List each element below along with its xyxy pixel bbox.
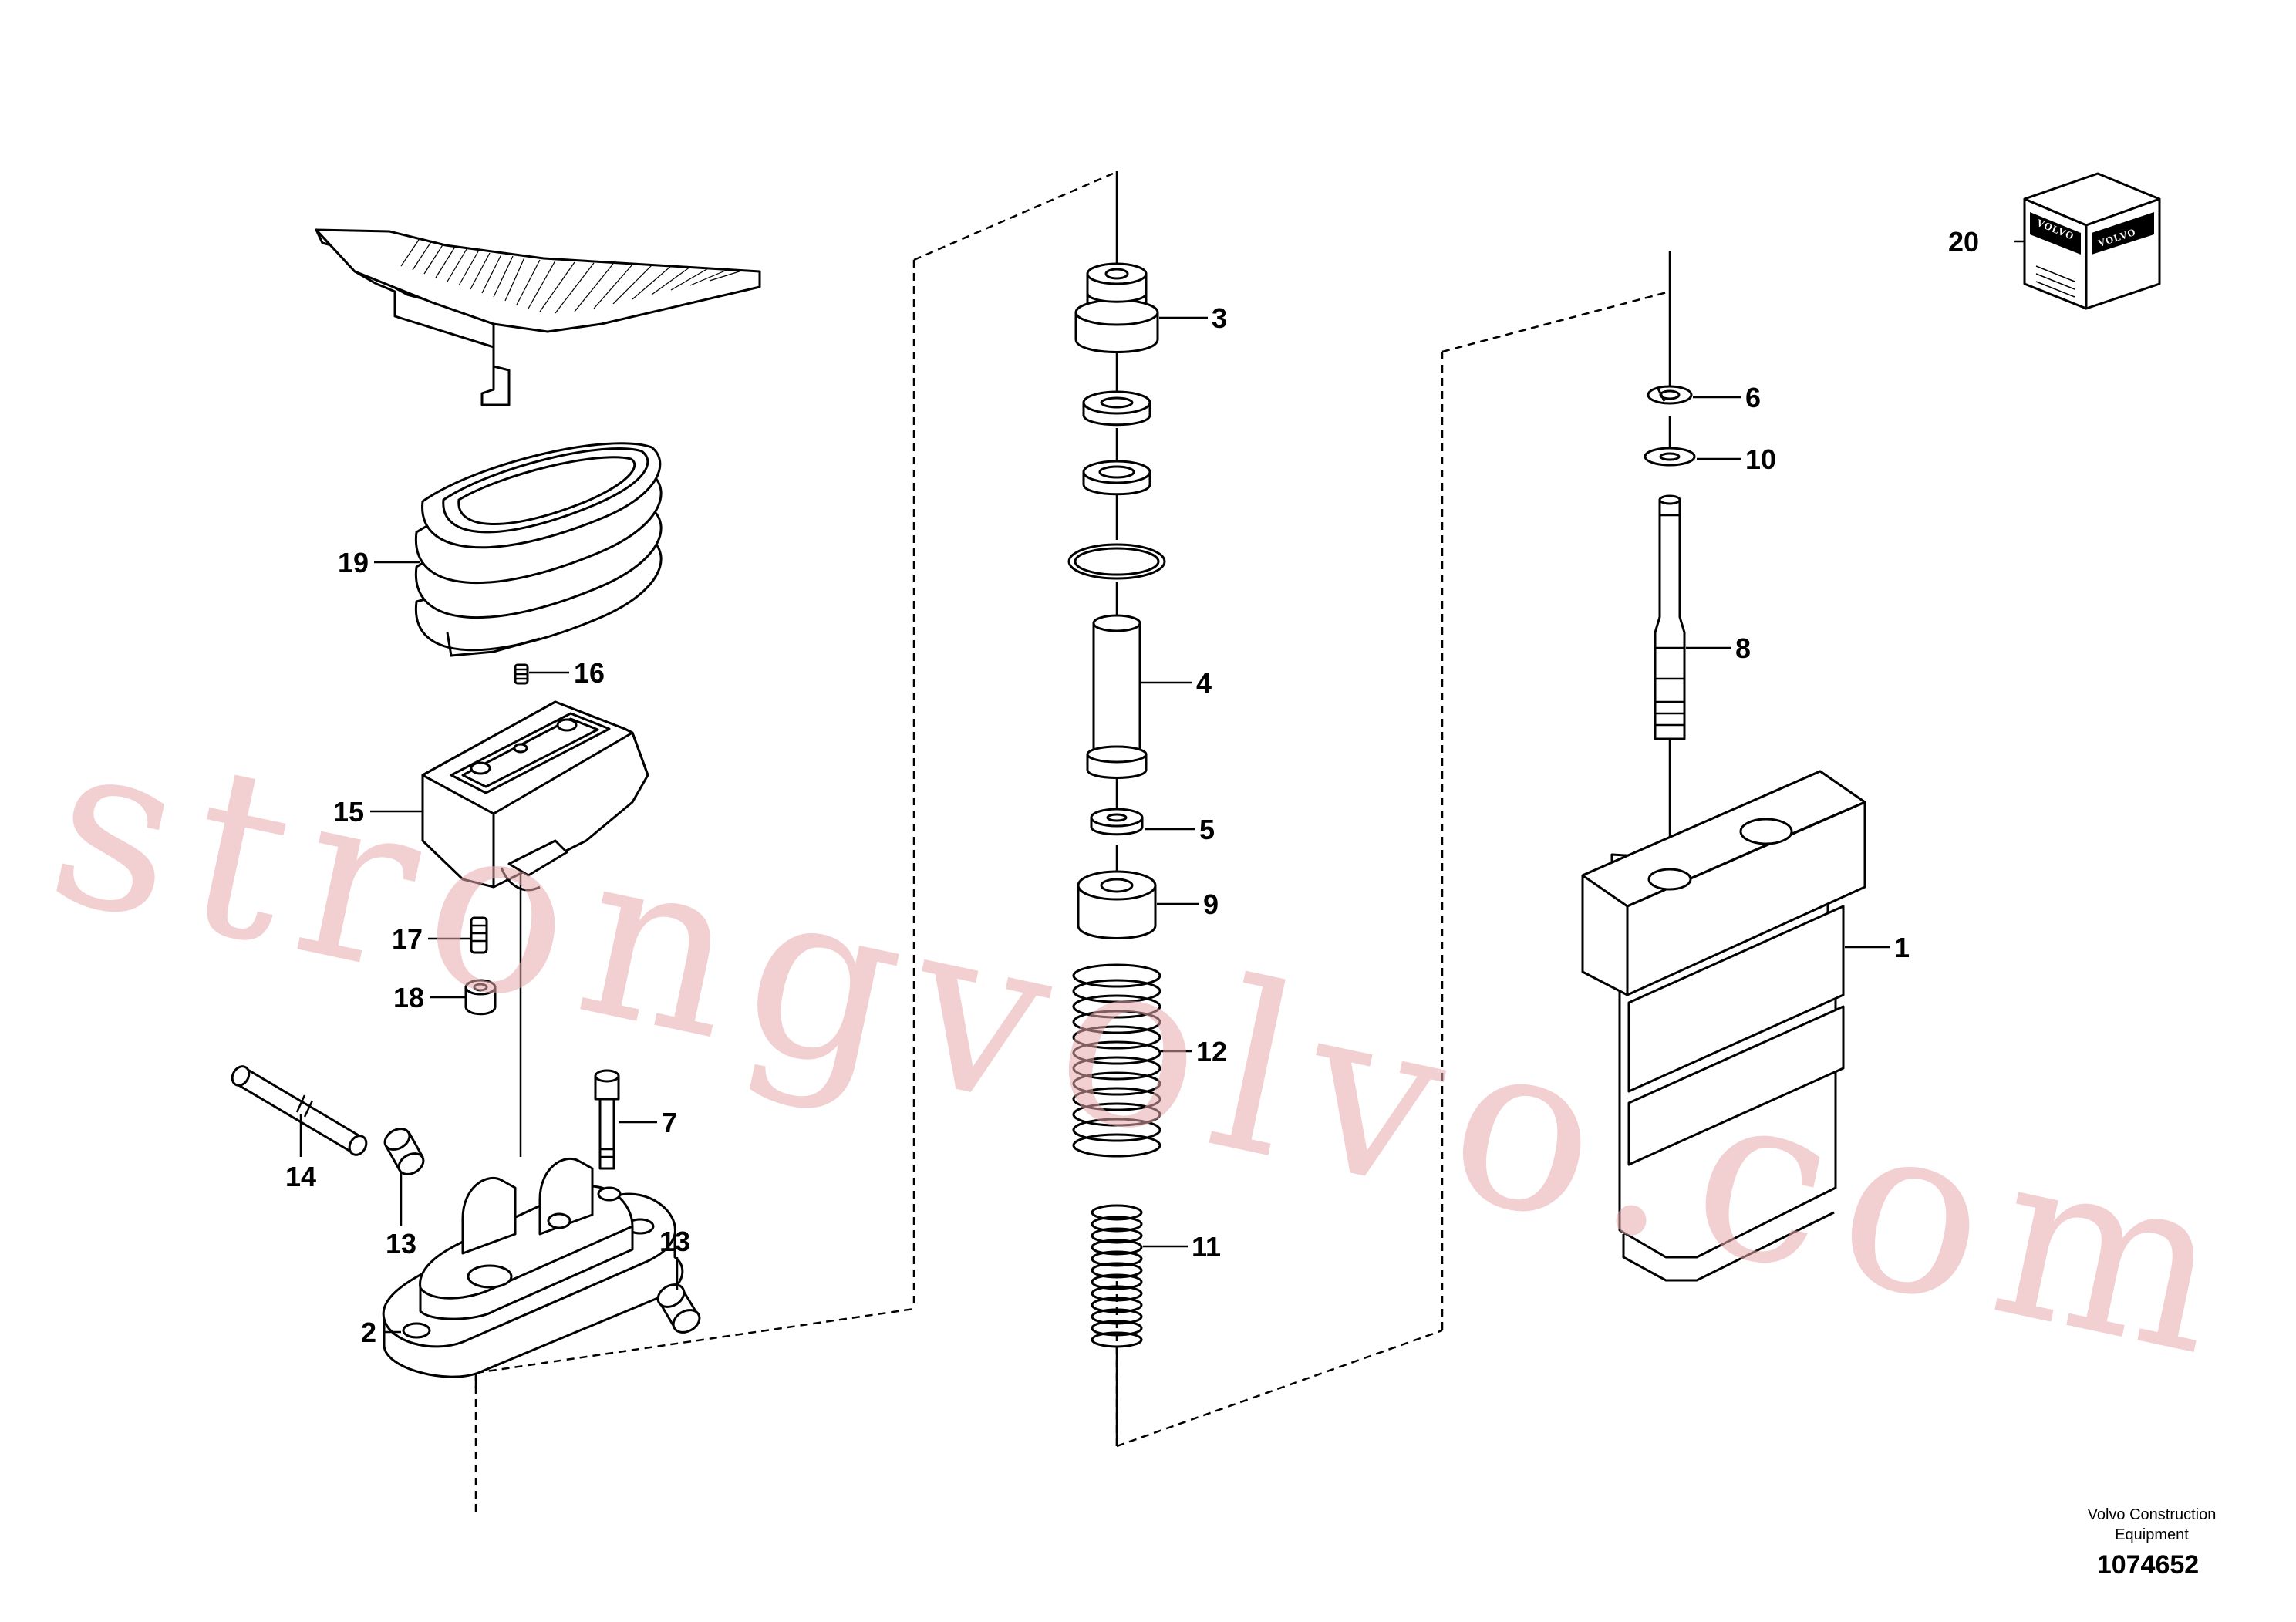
rubber-boot-part-19 <box>414 442 663 657</box>
callout-6: 6 <box>1745 382 1761 413</box>
callout-1: 1 <box>1894 932 1910 963</box>
callout-3: 3 <box>1212 302 1227 334</box>
o-ring <box>1067 543 1166 580</box>
washer-part-10 <box>1644 447 1696 467</box>
plunger-part-4 <box>1086 614 1148 779</box>
callout-8: 8 <box>1735 632 1751 664</box>
pedal-part <box>315 228 761 406</box>
callout-16: 16 <box>574 657 605 689</box>
washer-part-5 <box>1090 808 1144 836</box>
callout-17: 17 <box>392 923 423 955</box>
base-plate-part-2 <box>382 1158 684 1378</box>
kit-box-part-20: VOLVO VOLVO <box>2023 172 2161 310</box>
callout-18: 18 <box>393 982 424 1013</box>
callout-7: 7 <box>662 1107 677 1138</box>
callout-15: 15 <box>333 796 364 828</box>
assembly-frame-left <box>474 172 1114 1512</box>
footer-block: Volvo Construction Equipment 1074652 <box>2088 1506 2217 1580</box>
callout-5: 5 <box>1199 814 1215 845</box>
pin-part-14 <box>231 1065 368 1156</box>
spring-seat-part-9 <box>1077 870 1157 939</box>
callout-13-left: 13 <box>386 1228 416 1259</box>
valve-housing-part-1 <box>1581 770 1866 1282</box>
push-rod-part-8 <box>1654 494 1686 740</box>
callout-11: 11 <box>1192 1231 1221 1263</box>
outer-spring-part-12 <box>1072 963 1161 1158</box>
bushing-part-3 <box>1074 262 1159 353</box>
seal-ring-1 <box>1082 390 1151 427</box>
callout-13-right: 13 <box>659 1226 690 1257</box>
drawing-number: 1074652 <box>2097 1550 2199 1580</box>
pin-part-17 <box>470 916 488 954</box>
seal-ring-2 <box>1082 460 1151 496</box>
callout-4: 4 <box>1196 667 1212 699</box>
company-name-line2: Equipment <box>2115 1526 2189 1543</box>
callout-14: 14 <box>285 1161 316 1192</box>
callout-20: 20 <box>1948 226 1979 258</box>
company-name-line1: Volvo Construction <box>2088 1506 2217 1523</box>
callout-12: 12 <box>1196 1036 1227 1067</box>
cap-screw-part-7 <box>594 1069 620 1170</box>
bushing-part-18 <box>464 979 497 1016</box>
bushing-part-13-left <box>383 1128 425 1175</box>
leader-lines <box>299 240 2025 1334</box>
bracket-part-15 <box>421 700 649 892</box>
callout-9: 9 <box>1203 889 1219 920</box>
retaining-ring-part-6 <box>1647 385 1693 405</box>
bushing-part-13-right <box>656 1283 701 1334</box>
set-screw-part-16 <box>514 663 529 685</box>
callout-2: 2 <box>361 1317 376 1348</box>
watermark: strongvolvo.com <box>31 685 2244 1407</box>
callout-19: 19 <box>338 547 369 578</box>
inner-spring-part-11 <box>1091 1204 1143 1348</box>
callout-10: 10 <box>1745 443 1776 475</box>
callout-labels: 3 4 5 9 12 11 6 10 8 1 20 2 19 16 15 17 … <box>285 226 1979 1348</box>
